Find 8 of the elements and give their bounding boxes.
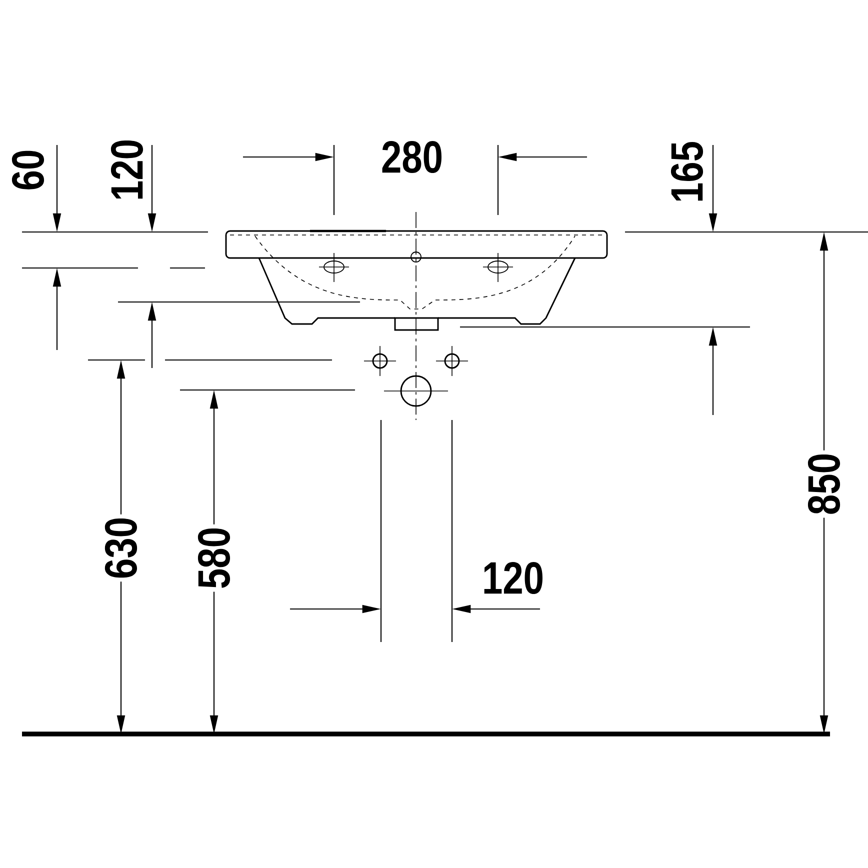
dimension-label: 630	[102, 514, 140, 582]
dimension-label: 165	[670, 142, 704, 201]
dimension-label: 850	[805, 450, 843, 518]
dimension-label: 120	[484, 562, 542, 594]
dimension-label: 580	[195, 524, 233, 592]
dimension-label: 120	[110, 140, 144, 199]
dimension-label: 60	[12, 150, 44, 190]
dimension-label: 280	[382, 140, 442, 174]
